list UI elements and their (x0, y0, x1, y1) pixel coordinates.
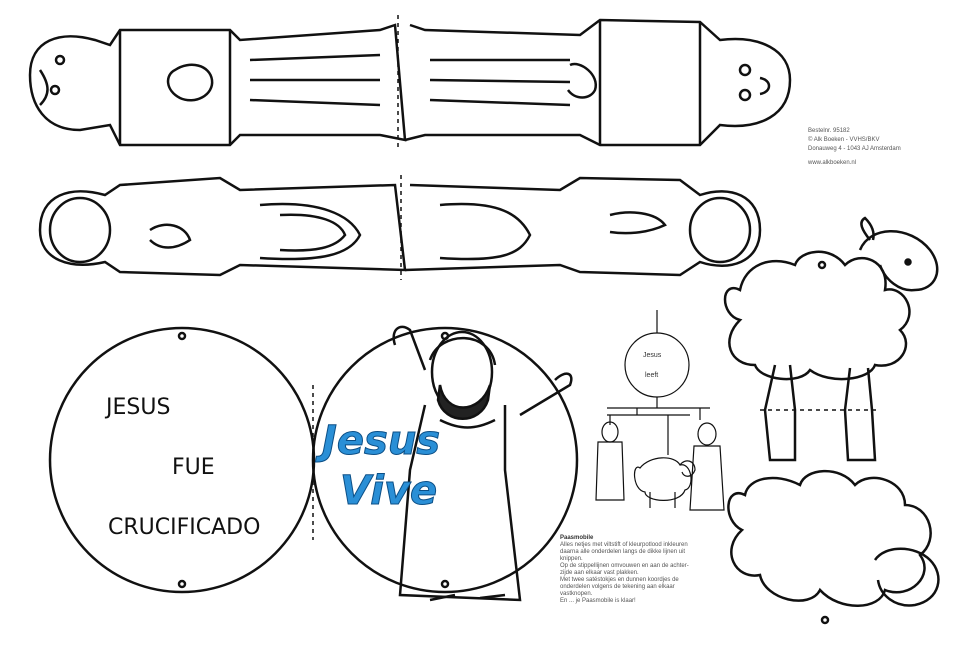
instructions-block: Paasmobile Alles netjes met viltstift of… (560, 535, 720, 605)
circle-right-title-line2: Vive (339, 468, 438, 515)
instructions-line: zijde aan elkaar vast plakken. (560, 570, 639, 576)
instructions-line: knippen. (560, 556, 583, 562)
instructions-line: vastknopen. (560, 591, 593, 597)
mini-badge-text2: leeft (645, 372, 659, 379)
publisher-address: Donauweg 4 - 1043 AJ Amsterdam (808, 146, 901, 152)
mobile-illustration (595, 310, 725, 511)
instructions-line: Op de stippellijnen omvouwen en aan de a… (560, 563, 689, 569)
mini-badge-text1: Jesus (643, 352, 662, 359)
circle-right-title-line1: Jesus (321, 418, 441, 465)
jesus-figure (392, 325, 573, 602)
publisher-website: www.alkboeken.nl (808, 160, 857, 166)
figure-middle-left (38, 176, 407, 277)
publisher-order-number: Bestelnr. 95182 (808, 128, 850, 134)
publisher-name: © Alk Boeken - VVHS/BKV (808, 137, 880, 143)
figure-top-left (28, 23, 407, 147)
circle-left-text-line3: CRUCIFICADO (108, 515, 261, 540)
instructions-line: daarna alle onderdelen langs de dikke li… (560, 549, 686, 555)
figure-top-right (404, 18, 792, 147)
sheep-figure (723, 216, 940, 607)
instructions-line: Alles netjes met viltstift of kleurpotlo… (560, 542, 688, 548)
instructions-title: Paasmobile (560, 535, 594, 541)
instructions-line: En ... je Paasmobile is klaar! (560, 598, 636, 604)
circle-left-text-line2: FUE (172, 455, 215, 480)
instructions-line: Met twee satéstokjes en dunnen koordjes … (560, 577, 679, 583)
figure-middle-right (404, 176, 762, 277)
circle-left-text-line1: JESUS (106, 395, 171, 420)
instructions-line: onderdelen volgens de tekening aan elkaa… (560, 584, 675, 590)
